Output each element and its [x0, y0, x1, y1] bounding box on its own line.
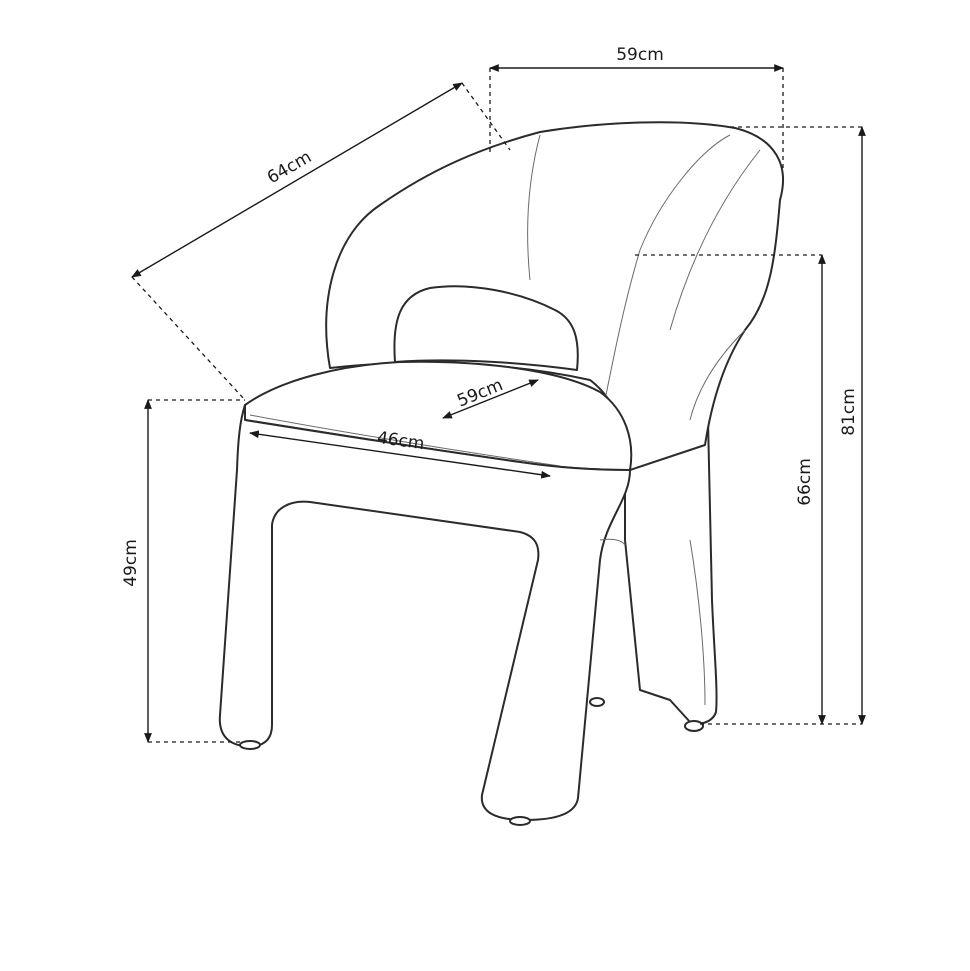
dimension-label: 59cm — [616, 45, 664, 65]
dimension-armrest-height: 66cm — [635, 254, 826, 725]
dimension-label: 49cm — [121, 539, 141, 587]
front-frame — [218, 404, 631, 821]
dimension-back-width: 59cm — [489, 45, 784, 168]
dimension-label: 64cm — [264, 147, 315, 188]
chair-outline — [218, 121, 784, 826]
armrest-cutout — [393, 285, 579, 371]
dimension-label: 66cm — [795, 458, 815, 506]
foot — [509, 816, 531, 826]
dimension-seat-height: 49cm — [121, 399, 245, 743]
dimension-label: 81cm — [839, 388, 859, 436]
foot — [589, 697, 605, 707]
foot — [239, 740, 261, 750]
dimension-total-height: 81cm — [700, 126, 866, 725]
foot — [684, 720, 704, 732]
